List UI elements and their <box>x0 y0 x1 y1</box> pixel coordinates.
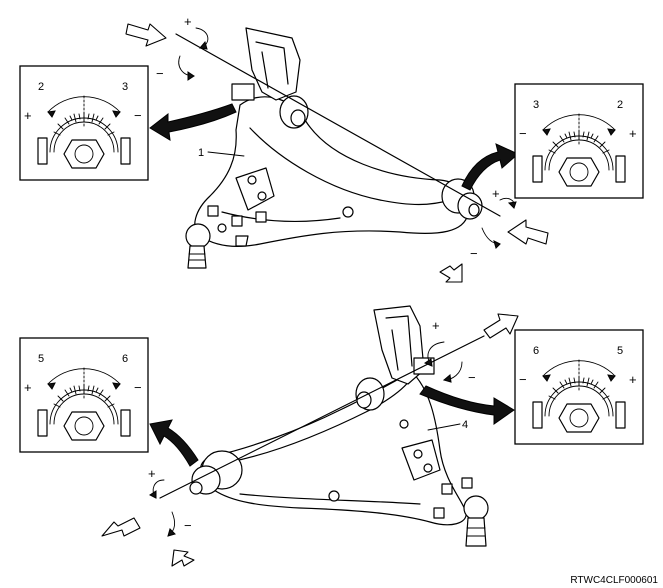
axis-arrow-top-rear <box>125 23 167 47</box>
bottom-front-minus: − <box>184 518 192 533</box>
gauge-top-left-left-number: 2 <box>38 81 44 93</box>
top-rear-minus: − <box>156 66 164 81</box>
gauge-bottom-left-left-sign: + <box>24 380 32 395</box>
gauge-top-right-right-number: 2 <box>617 99 623 111</box>
upper-control-arm-top: 1 <box>175 27 501 269</box>
gauge-top-left: 2 3 + − <box>19 65 149 181</box>
bottom-rear-minus: − <box>468 370 476 385</box>
gauge-bottom-right-left-number: 6 <box>533 345 539 357</box>
axis-arrow-bottom-front <box>101 517 141 537</box>
gauge-bottom-left: 5 6 + − <box>19 337 149 453</box>
gauge-bottom-right-left-sign: − <box>519 372 527 387</box>
gauge-bottom-left-right-sign: − <box>134 380 142 395</box>
pivot-axis-top <box>175 33 501 217</box>
arrow-to-gauge-bottom-right <box>419 385 515 425</box>
arrow-to-gauge-top-right <box>461 143 519 191</box>
figure-code: RTWC4CLF000601 <box>570 575 658 586</box>
gauge-top-right-left-sign: − <box>519 126 527 141</box>
direction-arrow-bottom <box>171 549 195 567</box>
direction-arrow-top <box>439 263 463 283</box>
gauge-bottom-right-right-sign: + <box>629 372 637 387</box>
top-front-plus: + <box>492 186 500 201</box>
upper-control-arm-bottom: 4 <box>159 305 489 547</box>
gauge-top-right: 3 2 − + <box>514 83 644 199</box>
axis-arrow-top-front <box>507 219 549 245</box>
callout-1: 1 <box>198 147 204 159</box>
callout-4: 4 <box>462 419 468 431</box>
gauge-top-right-left-number: 3 <box>533 99 539 111</box>
arrow-to-gauge-bottom-left <box>149 419 199 467</box>
top-rear-plus: + <box>184 14 192 29</box>
bottom-front-plus: + <box>148 466 156 481</box>
gauge-top-left-right-sign: − <box>134 108 142 123</box>
axis-arrow-bottom-rear <box>483 313 519 339</box>
top-front-minus: − <box>470 246 478 261</box>
gauge-bottom-right-right-number: 5 <box>617 345 623 357</box>
arrow-to-gauge-top-left <box>149 103 237 141</box>
bottom-rear-plus: + <box>432 318 440 333</box>
gauge-top-left-right-number: 3 <box>122 81 128 93</box>
gauge-bottom-left-left-number: 5 <box>38 353 44 365</box>
gauge-bottom-left-right-number: 6 <box>122 353 128 365</box>
gauge-top-right-right-sign: + <box>629 126 637 141</box>
gauge-top-left-left-sign: + <box>24 108 32 123</box>
gauge-bottom-right: 6 5 − + <box>514 329 644 445</box>
